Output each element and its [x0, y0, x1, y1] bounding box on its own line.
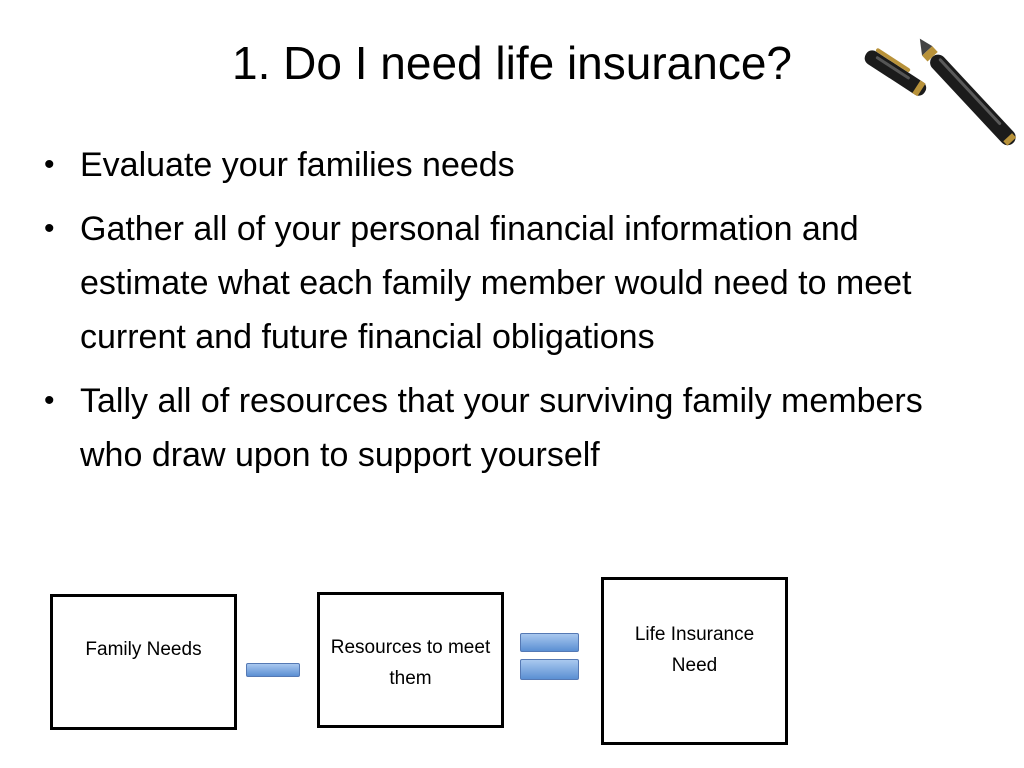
- fountain-pen-image: [864, 38, 1017, 146]
- equals-sign-bottom-bar-icon: [520, 659, 579, 680]
- family-needs-box: Family Needs: [50, 594, 237, 730]
- bullet-item: • Evaluate your families needs: [44, 138, 944, 192]
- equals-sign-top-bar-icon: [520, 633, 579, 652]
- bullet-text: Tally all of resources that your survivi…: [80, 382, 923, 474]
- resources-box: Resources to meet them: [317, 592, 504, 728]
- minus-sign-icon: [246, 663, 300, 677]
- family-needs-label: Family Needs: [85, 639, 202, 660]
- resources-label: Resources to meet them: [330, 637, 491, 689]
- bullet-item: • Gather all of your personal financial …: [44, 202, 944, 364]
- bullet-text: Gather all of your personal financial in…: [80, 210, 912, 356]
- bullet-text: Evaluate your families needs: [80, 146, 515, 184]
- bullet-dot: •: [44, 212, 55, 245]
- slide-title: 1. Do I need life insurance?: [231, 37, 793, 89]
- life-insurance-need-box: Life Insurance Need: [601, 577, 788, 745]
- bullet-item: • Tally all of resources that your survi…: [44, 374, 944, 482]
- bullet-list: • Evaluate your families needs • Gather …: [44, 138, 944, 492]
- bullet-dot: •: [44, 384, 55, 417]
- life-insurance-need-label: Life Insurance Need: [634, 624, 755, 676]
- bullet-dot: •: [44, 148, 55, 181]
